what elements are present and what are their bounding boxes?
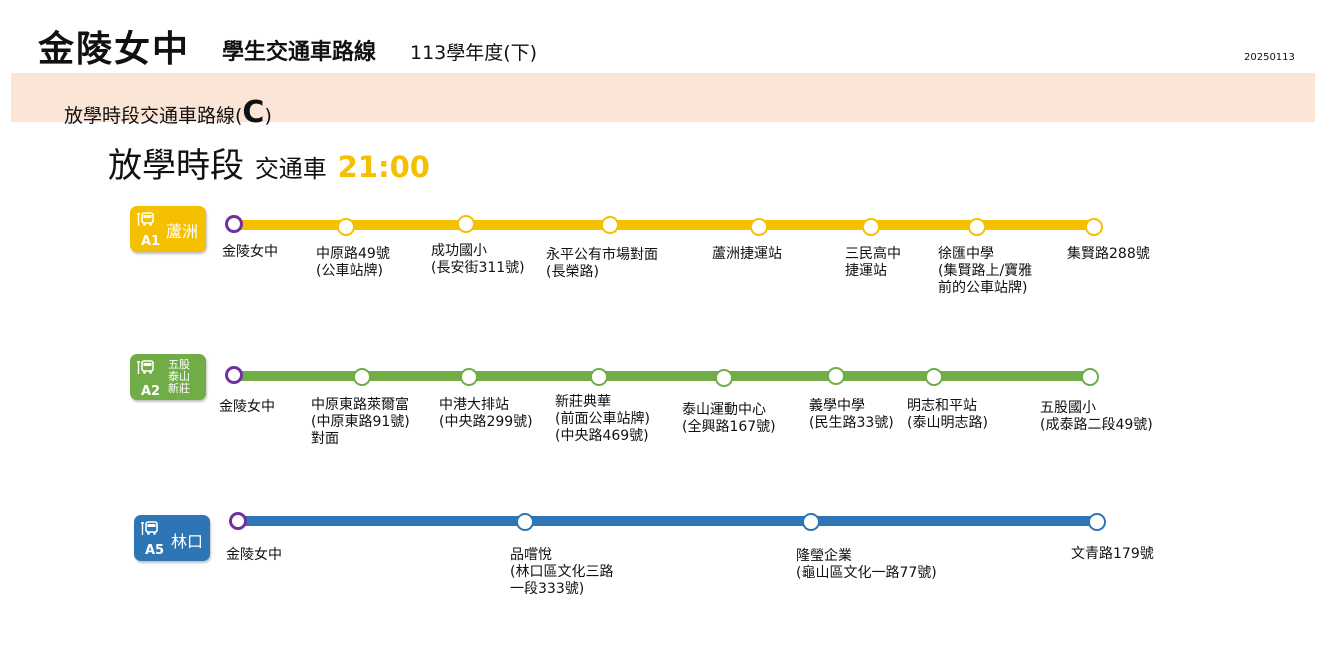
stop-label: 成功國小 (長安街311號) [431,243,525,276]
route-stop [353,368,371,386]
stop-label: 金陵女中 [219,399,275,415]
route-area: 蘆洲 [166,222,199,241]
stop-label: 蘆洲捷運站 [712,246,782,262]
document-date: 20250113 [1244,52,1295,63]
stop-label: 品嚐悅 (林口區文化三路 一段333號) [510,547,614,597]
stop-label: 金陵女中 [226,547,282,563]
bus-icon [137,212,154,226]
route-badge-a5: A5 林口 [134,515,210,561]
route-stop [802,513,820,531]
bus-icon [141,521,158,535]
route-stop [862,218,880,236]
banner-route-letter: C [242,95,265,130]
stop-label: 文青路179號 [1071,546,1154,562]
route-stop [516,513,534,531]
stop-label: 新莊典華 (前面公車站牌) (中央路469號) [555,394,650,444]
heading-main: 放學時段 [108,146,244,186]
route-stop [601,216,619,234]
route-stop [460,368,478,386]
route-stop-start [225,366,243,384]
stop-label: 永平公有市場對面 (長榮路) [546,247,658,280]
route-stop [1085,218,1103,236]
stop-label: 金陵女中 [222,244,278,260]
route-stop [715,369,733,387]
banner-title-close: ) [264,105,272,127]
school-name: 金陵女中 [38,29,191,70]
document-subtitle: 學生交通車路線 [222,40,377,65]
stop-label: 中原東路萊爾富 (中原東路91號) 對面 [311,397,410,447]
stop-label: 中港大排站 (中央路299號) [439,397,533,430]
heading-sub: 交通車 [254,155,327,183]
stop-label: 集賢路288號 [1067,246,1150,262]
route-stop-start [229,512,247,530]
stop-label: 三民高中 捷運站 [845,246,901,279]
section-banner [11,73,1315,122]
stop-label: 中原路49號 (公車站牌) [316,246,390,279]
school-term: 113學年度(下) [410,42,538,64]
banner-title-text: 放學時段交通車路線( [64,105,243,127]
route-stop [590,368,608,386]
stop-label: 義學中學 (民生路33號) [809,398,894,431]
route-stop [968,218,986,236]
route-stop [457,215,475,233]
stop-label: 五股國小 (成泰路二段49號) [1040,400,1153,433]
route-area: 林口 [171,532,204,551]
route-stop [750,218,768,236]
bus-icon [137,360,154,374]
route-stop [337,218,355,236]
route-stop [827,367,845,385]
banner-title: 放學時段交通車路線(C) [64,95,272,130]
stop-label: 泰山運動中心 (全興路167號) [682,402,776,435]
route-code: A5 [145,543,165,558]
route-line [236,371,1091,381]
route-line [240,516,1097,526]
route-stop [1088,513,1106,531]
departure-time: 21:00 [337,150,430,184]
stop-label: 隆瑩企業 (龜山區文化一路77號) [796,548,937,581]
route-stop [1081,368,1099,386]
stop-label: 明志和平站 (泰山明志路) [907,398,988,431]
schedule-heading: 放學時段 交通車 21:00 [108,138,430,187]
route-code: A2 [141,384,161,399]
stop-label: 徐匯中學 (集賢路上/寶雅 前的公車站牌) [938,246,1033,296]
route-stop [925,368,943,386]
route-badge-a2: A2 五股 泰山 新莊 [130,354,206,400]
route-stop-start [225,215,243,233]
route-area: 五股 泰山 新莊 [168,358,190,395]
route-badge-a1: A1 蘆洲 [130,206,206,252]
route-line [236,220,1094,230]
route-code: A1 [141,234,161,249]
